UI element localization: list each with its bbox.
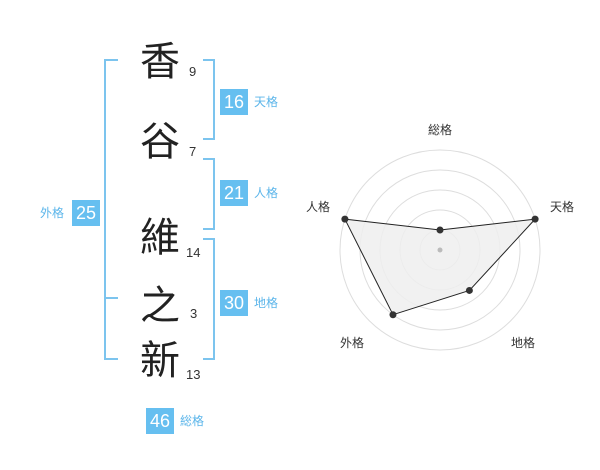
fortune-radar-chart: 総格 天格 地格 外格 人格 [306,122,574,351]
axis-label-chikaku: 地格 [511,335,535,350]
stroke-count-2: 7 [189,144,197,159]
radar-grid-ring [339,149,541,351]
gaikaku-badge: 25 [72,200,100,226]
axis-label-gaikaku: 外格 [340,335,364,350]
soukaku-label: 総格 [180,414,205,428]
tenkaku-bracket [203,59,215,140]
radar-center-dot [437,247,443,253]
radar-axis-labels: 総格 天格 地格 外格 人格 [306,122,574,350]
radar-point-1 [436,226,444,234]
chikaku-bracket [203,238,215,360]
name-char-4: 之 [140,283,180,329]
stroke-count-5: 13 [186,367,201,382]
name-char-2: 谷 [140,119,180,165]
chikaku-badge: 30 [220,290,248,316]
stroke-count-1: 9 [189,64,197,79]
radar-point-5 [341,215,349,223]
gaikaku-bracket [104,59,118,360]
jinkaku-badge: 21 [220,180,248,206]
radar-point-4 [389,311,397,319]
chikaku-label: 地格 [254,296,279,310]
name-char-5: 新 [140,338,180,384]
axis-label-jinkaku: 人格 [306,199,330,214]
tenkaku-label: 天格 [254,95,279,109]
axis-label-soukaku: 総格 [428,122,452,137]
name-char-1: 香 [140,39,180,85]
stroke-count-4: 3 [190,306,198,321]
name-char-3: 維 [140,215,180,261]
radar-point-2 [531,215,539,223]
jinkaku-bracket [203,158,215,230]
gaikaku-label: 外格 [40,206,65,220]
radar-points [341,215,539,319]
gaikaku-split-tick [104,297,118,299]
jinkaku-label: 人格 [254,186,279,200]
soukaku-badge: 46 [146,408,174,434]
radar-area [344,218,537,316]
radar-point-3 [465,286,473,294]
stroke-count-3: 14 [186,245,201,260]
tenkaku-badge: 16 [220,89,248,115]
axis-label-tenkaku: 天格 [550,199,574,214]
